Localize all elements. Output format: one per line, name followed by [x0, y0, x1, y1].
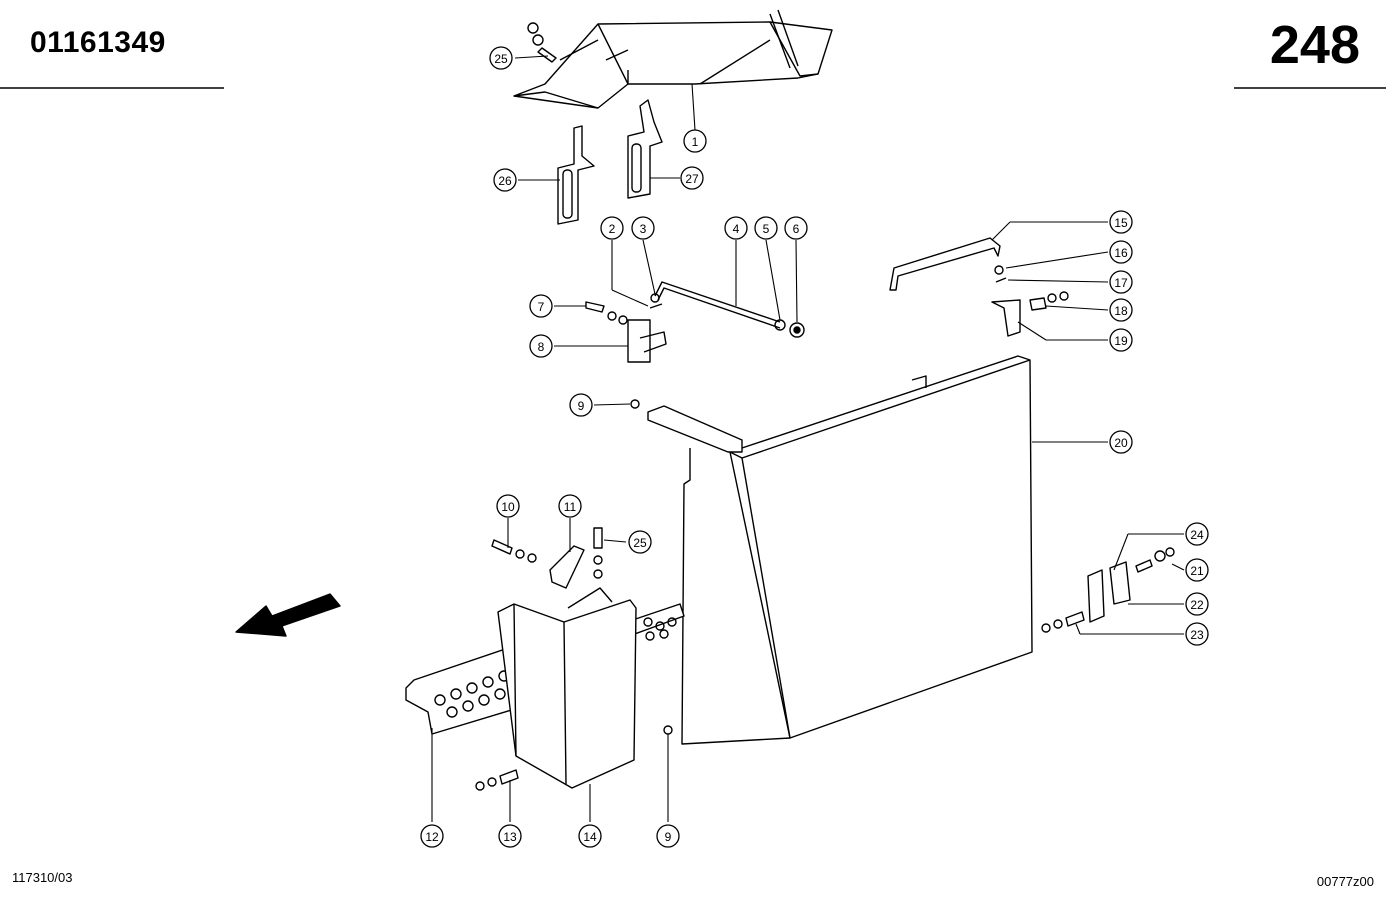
callout-12: 12 — [420, 824, 444, 848]
callout-5: 5 — [754, 216, 778, 240]
svg-text:16: 16 — [1114, 246, 1128, 260]
svg-text:25: 25 — [494, 52, 508, 66]
callout-23: 23 — [1185, 622, 1209, 646]
callout-27: 27 — [680, 166, 704, 190]
callout-24: 24 — [1185, 522, 1209, 546]
callout-6: 6 — [784, 216, 808, 240]
callout-25-mid: 25 — [628, 530, 652, 554]
svg-text:22: 22 — [1190, 598, 1204, 612]
bolt-7-drawing — [585, 301, 628, 325]
svg-text:5: 5 — [763, 222, 770, 236]
bolt-25-top — [527, 22, 557, 63]
callout-3: 3 — [631, 216, 655, 240]
callout-17: 17 — [1109, 270, 1133, 294]
callout-22: 22 — [1185, 592, 1209, 616]
bolt-25-mid — [593, 527, 603, 579]
svg-text:2: 2 — [609, 222, 616, 236]
svg-text:26: 26 — [498, 174, 512, 188]
svg-text:24: 24 — [1190, 528, 1204, 542]
bolt-10-drawing — [491, 539, 537, 563]
svg-text:14: 14 — [583, 830, 597, 844]
callout-21: 21 — [1185, 558, 1209, 582]
svg-text:21: 21 — [1190, 564, 1204, 578]
svg-text:23: 23 — [1190, 628, 1204, 642]
latch-bracket-8-drawing — [627, 319, 667, 363]
svg-text:9: 9 — [665, 830, 672, 844]
svg-text:7: 7 — [538, 300, 545, 314]
svg-text:4: 4 — [733, 222, 740, 236]
svg-text:20: 20 — [1114, 436, 1128, 450]
nut-9-top — [630, 399, 640, 409]
direction-arrow — [235, 593, 341, 637]
leader-lines — [431, 55, 1185, 822]
nut-9-bottom — [663, 725, 673, 735]
side-panel-20-drawing — [647, 355, 1033, 745]
svg-text:9: 9 — [578, 399, 585, 413]
svg-text:10: 10 — [501, 500, 515, 514]
svg-text:6: 6 — [793, 222, 800, 236]
bracket-26-drawing — [557, 125, 595, 225]
callout-9-top: 9 — [569, 393, 593, 417]
callout-26: 26 — [493, 168, 517, 192]
callout-15: 15 — [1109, 210, 1133, 234]
svg-text:15: 15 — [1114, 216, 1128, 230]
bracket-27-drawing — [627, 99, 663, 199]
pin-2 — [649, 303, 663, 309]
callout-20: 20 — [1109, 430, 1133, 454]
bolt-13-drawing — [475, 769, 519, 791]
svg-text:1: 1 — [692, 135, 699, 149]
callout-13: 13 — [498, 824, 522, 848]
callout-9-bottom: 9 — [656, 824, 680, 848]
callout-11: 11 — [558, 494, 582, 518]
rod-4-drawing — [654, 281, 805, 338]
svg-text:11: 11 — [564, 500, 577, 514]
svg-text:12: 12 — [425, 830, 439, 844]
svg-text:18: 18 — [1114, 304, 1128, 318]
callout-25: 25 — [489, 46, 513, 70]
callout-2: 2 — [600, 216, 624, 240]
svg-text:19: 19 — [1114, 334, 1128, 348]
callout-4: 4 — [724, 216, 748, 240]
svg-text:27: 27 — [685, 172, 699, 186]
drawing-reference: 117310/03 — [12, 870, 73, 885]
callout-16: 16 — [1109, 240, 1133, 264]
callout-7: 7 — [529, 294, 553, 318]
hood-part-drawing — [513, 9, 833, 109]
callout-1: 1 — [683, 129, 707, 153]
svg-text:25: 25 — [633, 536, 647, 550]
pin-17 — [995, 277, 1007, 283]
bracket-19-drawing — [991, 291, 1069, 337]
page-number: 248 — [1269, 15, 1360, 75]
box-cover-14-drawing — [497, 587, 637, 789]
svg-text:17: 17 — [1114, 276, 1128, 290]
hinge-assembly-drawing — [1041, 547, 1175, 633]
callout-14: 14 — [578, 824, 602, 848]
bracket-11-drawing — [549, 545, 585, 589]
svg-text:3: 3 — [640, 222, 647, 236]
callout-8: 8 — [529, 334, 553, 358]
callout-10: 10 — [496, 494, 520, 518]
handle-15-drawing — [889, 237, 1001, 291]
callout-19: 19 — [1109, 328, 1133, 352]
washer-16 — [994, 265, 1004, 275]
image-reference: 00777z00 — [1316, 874, 1374, 889]
callout-18: 18 — [1109, 298, 1133, 322]
svg-text:8: 8 — [538, 340, 545, 354]
part-number: 01161349 — [30, 26, 166, 59]
svg-text:13: 13 — [503, 830, 517, 844]
